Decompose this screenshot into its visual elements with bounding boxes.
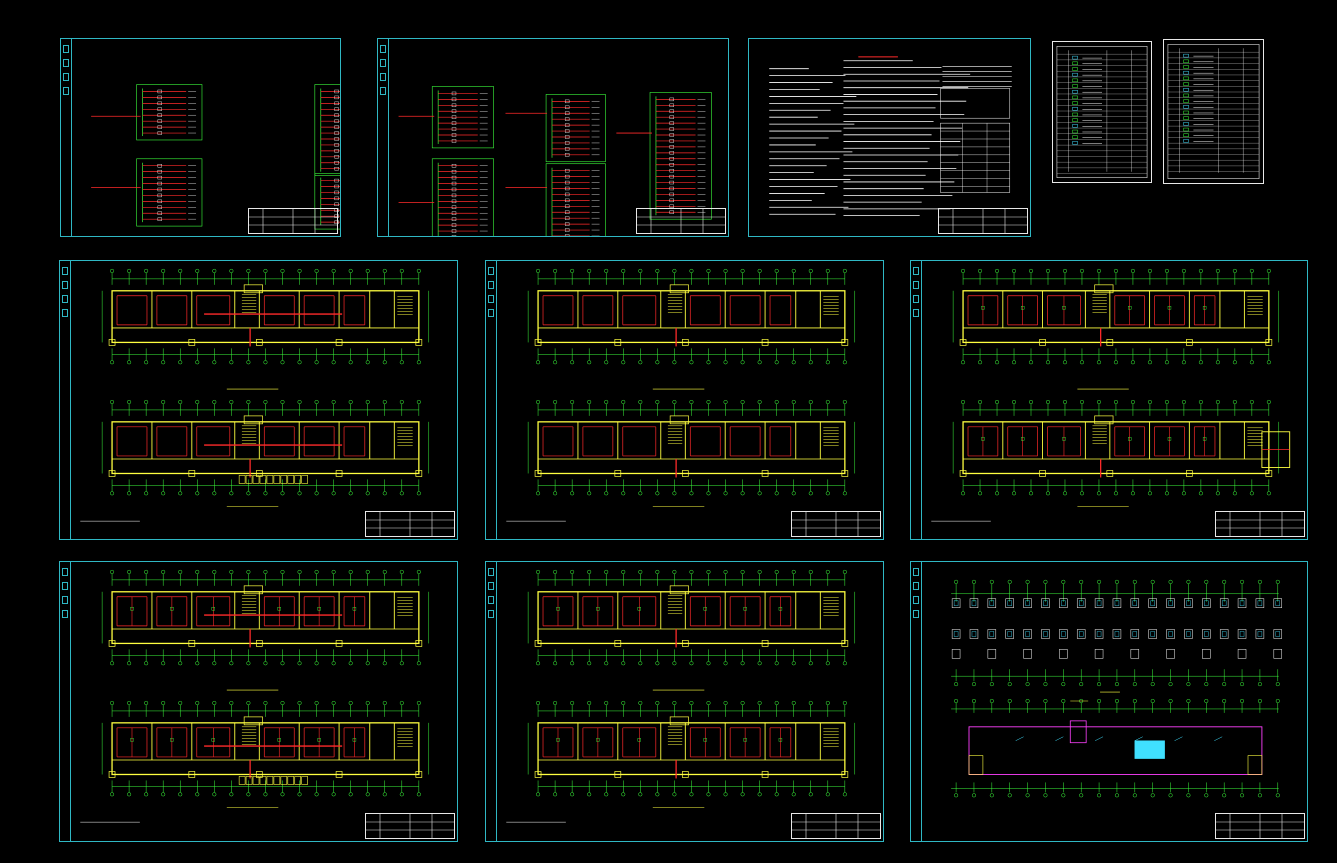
title-block xyxy=(365,813,455,839)
sheet-floor-plan-2[interactable] xyxy=(485,260,884,540)
equipment-table xyxy=(1167,44,1260,179)
sheet-riser-diagram-1[interactable] xyxy=(60,38,341,237)
notes-text-block xyxy=(749,39,1030,236)
riser-drawing xyxy=(61,39,340,236)
title-block xyxy=(1215,511,1305,537)
sheet-foundation-grounding-plan[interactable] xyxy=(910,561,1308,842)
sheet-floor-plan-1[interactable] xyxy=(59,260,458,540)
floor-plan-drawing xyxy=(486,562,883,841)
sheet-design-notes[interactable] xyxy=(748,38,1031,237)
sheet-equipment-list-1[interactable] xyxy=(1052,41,1152,183)
sheet-floor-plan-5[interactable] xyxy=(485,561,884,842)
sheet-side-strip xyxy=(378,39,389,236)
floor-plan-drawing xyxy=(60,261,457,539)
title-block xyxy=(791,511,881,537)
sheet-side-strip xyxy=(60,261,71,539)
sheet-side-strip xyxy=(486,562,497,841)
title-block xyxy=(791,813,881,839)
title-block xyxy=(248,208,338,234)
riser-drawing xyxy=(378,39,728,236)
sheet-riser-diagram-2[interactable] xyxy=(377,38,729,237)
sheet-side-strip xyxy=(911,261,922,539)
sheet-side-strip xyxy=(911,562,922,841)
sheet-side-strip xyxy=(60,562,71,841)
sheet-side-strip xyxy=(61,39,72,236)
title-block xyxy=(636,208,726,234)
sheet-equipment-list-2[interactable] xyxy=(1163,39,1264,184)
floor-plan-drawing xyxy=(911,261,1307,539)
equipment-table xyxy=(1056,46,1148,178)
floor-plan-drawing xyxy=(60,562,457,841)
title-block xyxy=(1215,813,1305,839)
floor-plan-drawing xyxy=(486,261,883,539)
sheet-floor-plan-4[interactable] xyxy=(59,561,458,842)
foundation-drawing xyxy=(911,562,1307,841)
sheet-floor-plan-3[interactable] xyxy=(910,260,1308,540)
title-block xyxy=(365,511,455,537)
title-block xyxy=(938,208,1028,234)
sheet-side-strip xyxy=(486,261,497,539)
